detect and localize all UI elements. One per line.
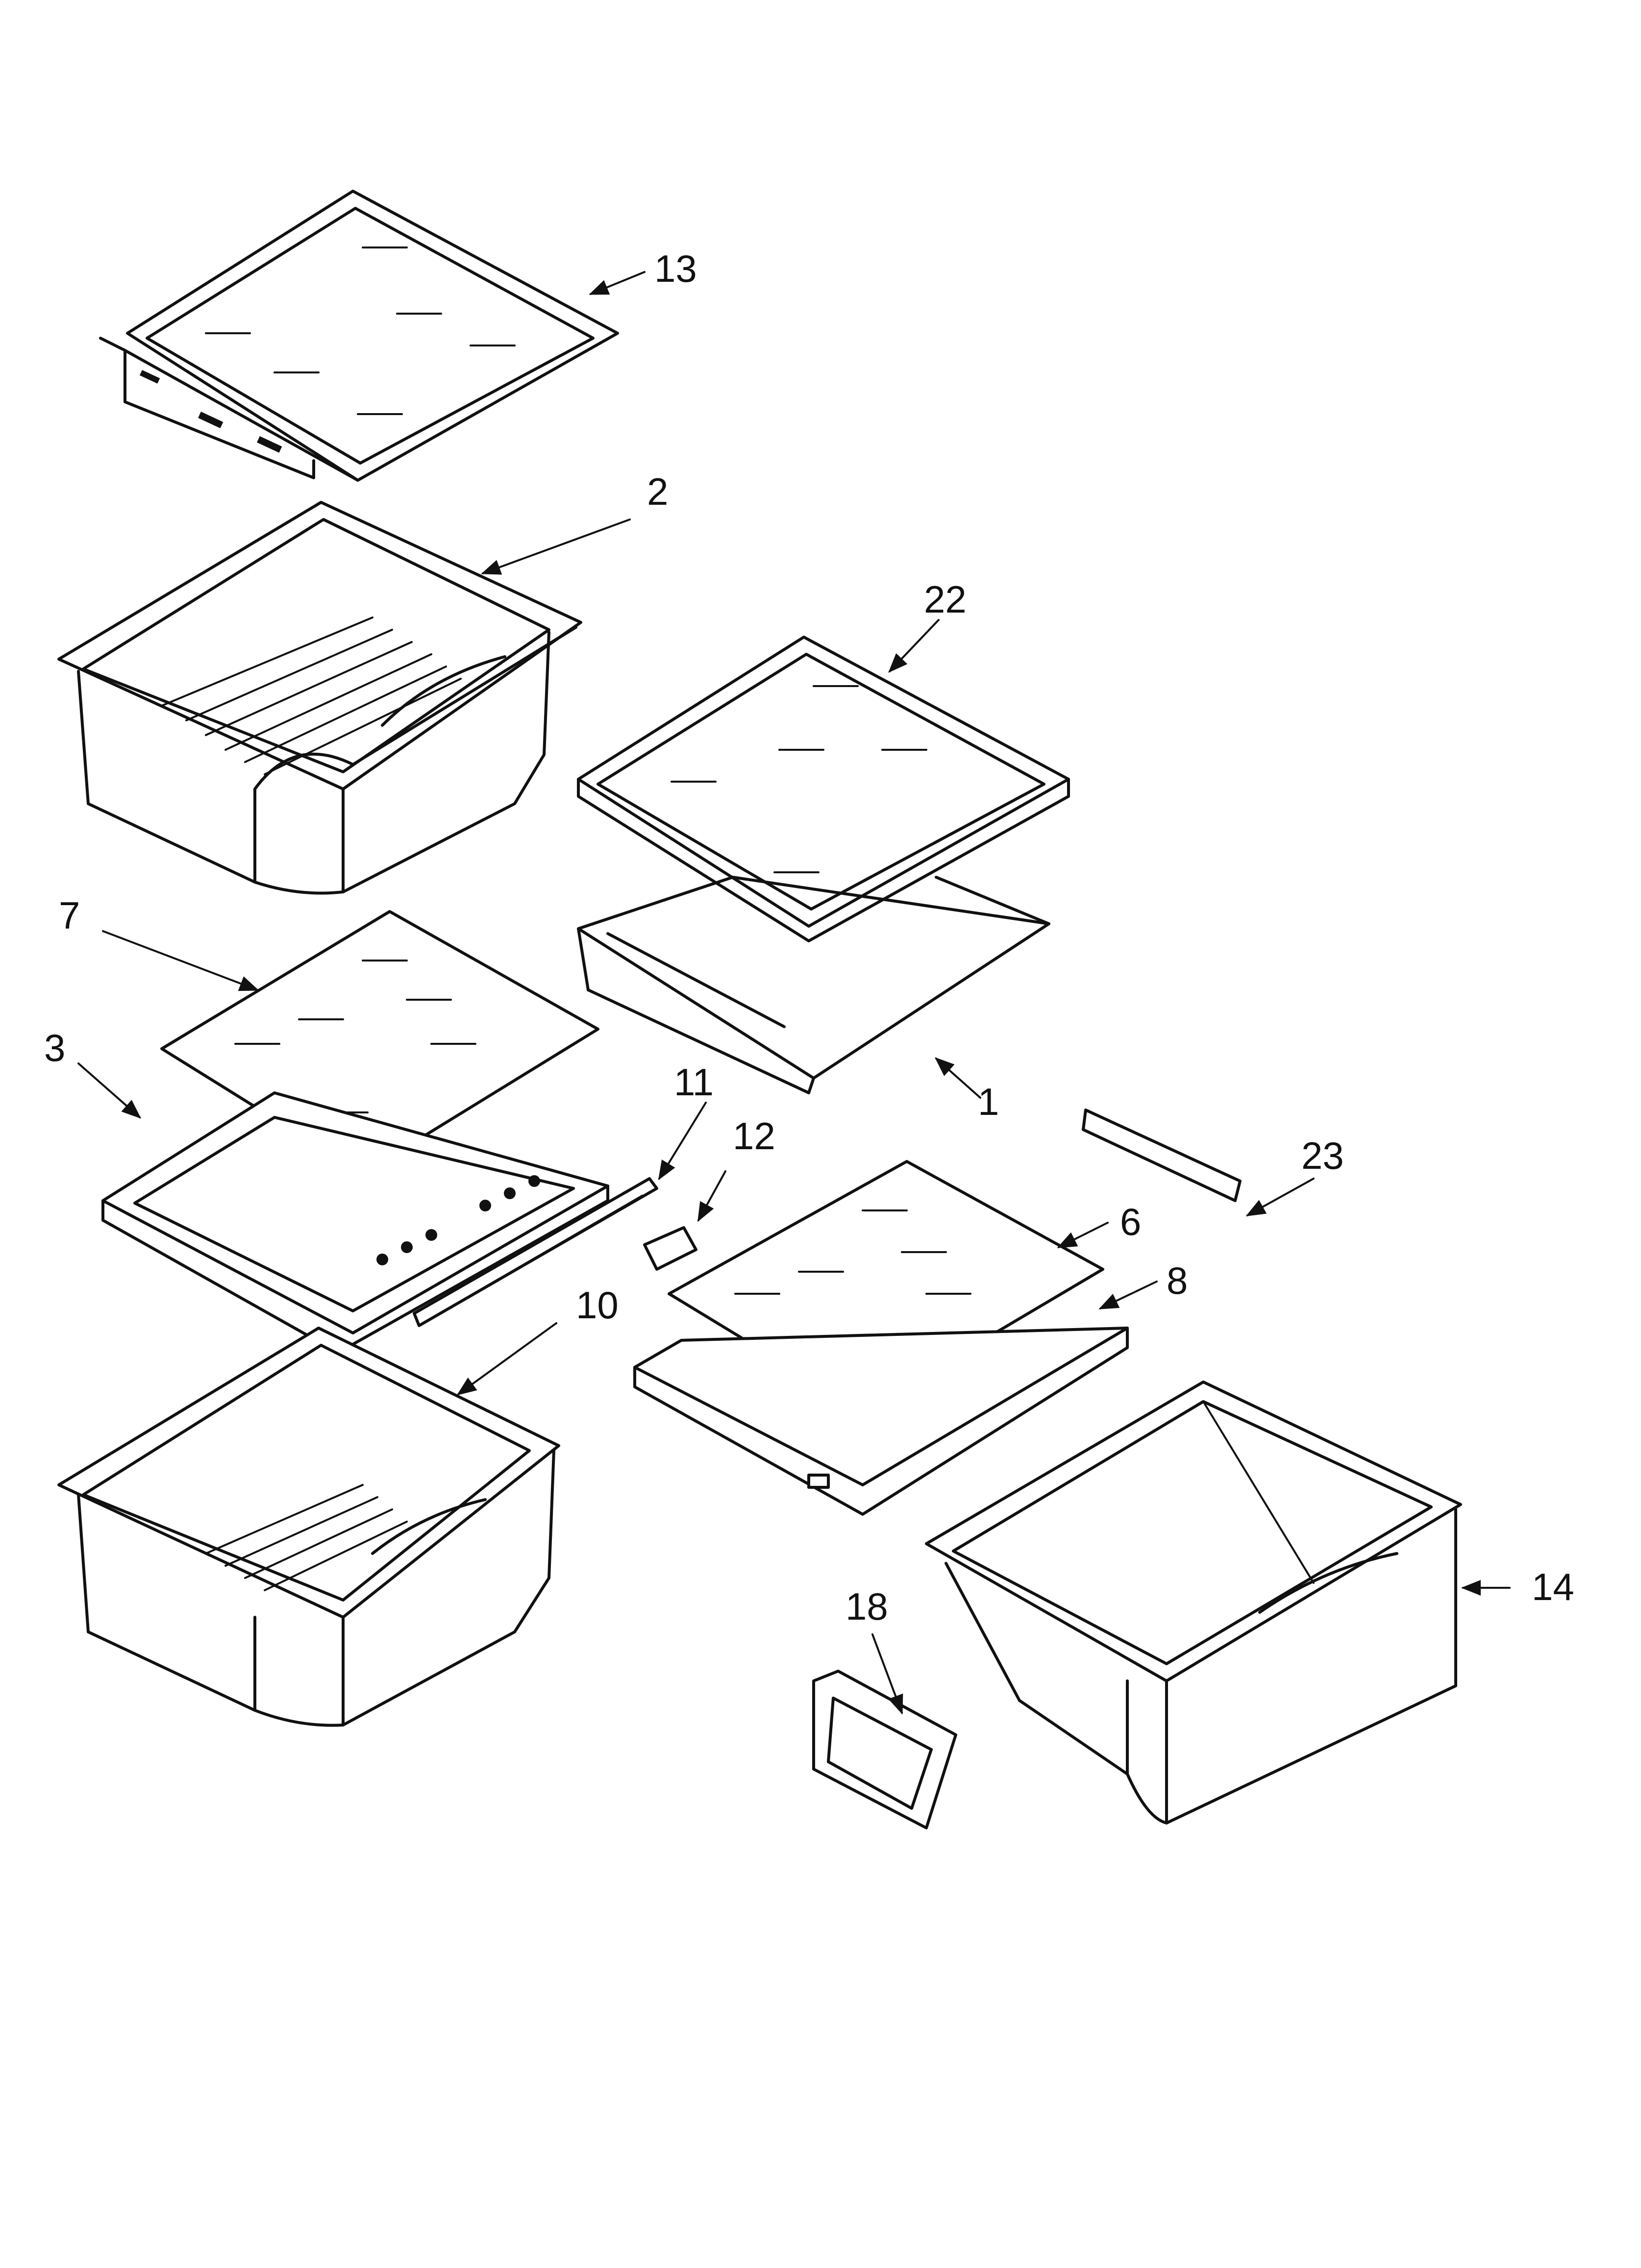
part-1-shelf-frame — [577, 876, 1050, 1094]
callout-labels: 13 2 22 7 3 11 12 1 23 6 8 10 14 18 — [44, 247, 1574, 1628]
callout-2: 2 — [647, 470, 668, 513]
part-10-crisper-drawer — [57, 1327, 560, 1727]
part-23-rail — [1082, 1109, 1242, 1202]
part-3-crisper-cover-frame — [101, 1091, 609, 1354]
callout-8: 8 — [1167, 1259, 1188, 1302]
callout-10: 10 — [576, 1283, 619, 1327]
callout-7: 7 — [59, 894, 80, 937]
callout-1: 1 — [978, 1080, 999, 1123]
part-13-glass-shelf — [99, 190, 619, 482]
callout-12: 12 — [733, 1114, 775, 1158]
callout-13: 13 — [654, 247, 697, 290]
callout-14: 14 — [1532, 1565, 1574, 1608]
callout-3: 3 — [44, 1026, 65, 1069]
part-11-support-rail — [413, 1177, 658, 1327]
callout-11: 11 — [674, 1060, 714, 1104]
part-12-clip — [643, 1226, 697, 1271]
part-18-label-card — [812, 1670, 957, 1829]
leader-lines — [77, 271, 1511, 1715]
part-22-glass-shelf — [577, 636, 1070, 942]
callout-22: 22 — [924, 578, 967, 621]
callout-6: 6 — [1120, 1200, 1141, 1243]
callout-18: 18 — [845, 1585, 888, 1628]
callout-23: 23 — [1301, 1134, 1344, 1177]
part-2-crisper-drawer — [57, 501, 582, 895]
part-14-crisper-drawer — [925, 1381, 1462, 1824]
part-8-crisper-cover-frame — [633, 1327, 1129, 1516]
